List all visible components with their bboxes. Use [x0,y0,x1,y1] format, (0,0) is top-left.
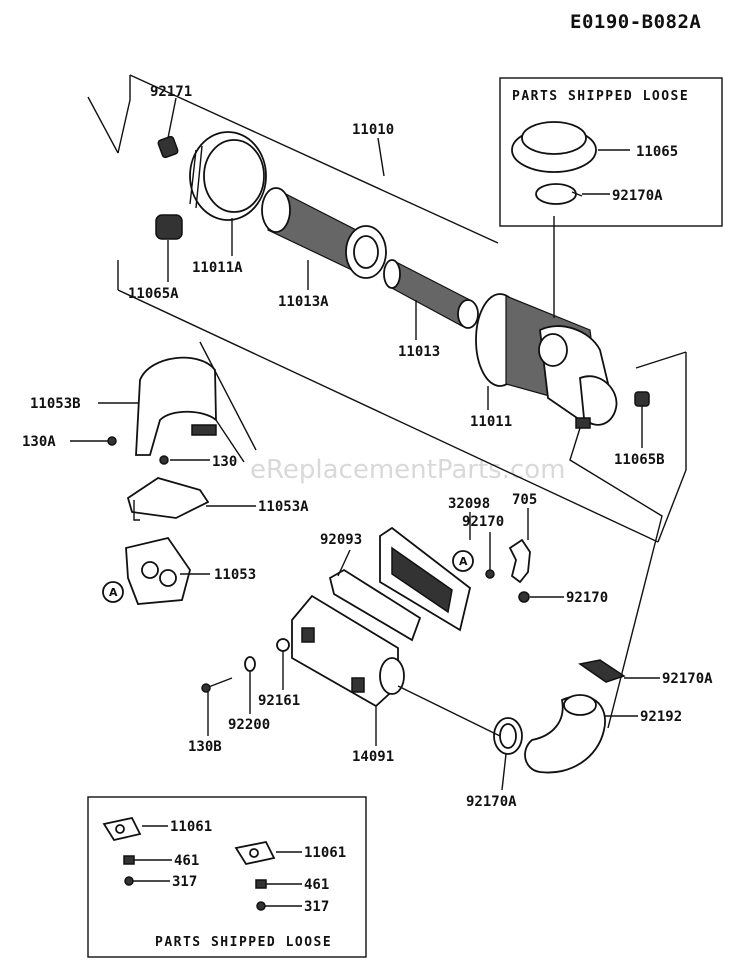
part-11065A-cap [155,214,183,240]
part-92170A-clamp-bottom [493,717,523,755]
label-92170-a: 92170 [462,514,504,530]
part-705-fitting [508,538,531,584]
part-317-a [124,876,134,886]
label-92200: 92200 [228,717,270,733]
label-11010: 11010 [352,122,394,138]
part-11011-housing [475,293,618,429]
label-317-b: 317 [304,899,329,915]
part-92170-nut-a [485,569,495,579]
label-92093: 92093 [320,532,362,548]
label-92170A-mid: 92170A [662,671,713,687]
reference-marker-right-text: A [459,555,468,568]
part-92170A-clamp-upper [535,183,583,205]
part-461-b [255,879,267,889]
label-92170-b: 92170 [566,590,608,606]
part-130A-bolt [107,436,117,446]
part-92170A-clamp-mid [578,659,626,683]
lower-box-title: PARTS SHIPPED LOOSE [155,935,332,950]
diagram-code: E0190-B082A [570,11,701,33]
label-11065A: 11065A [128,286,179,302]
part-92192-elbow [524,694,606,774]
upper-box-title: PARTS SHIPPED LOOSE [512,89,689,104]
label-317-a: 317 [172,874,197,890]
part-11053-plate [125,536,191,605]
label-11053A: 11053A [258,499,309,515]
part-92161-stud [276,638,290,652]
upper-assembly-outline [87,74,687,543]
part-11013-filter [383,259,479,329]
reference-marker-right: A [452,550,474,572]
upper-loose-parts-box: PARTS SHIPPED LOOSE [499,77,723,227]
label-11011A: 11011A [192,260,243,276]
part-11013A-filter [261,187,387,279]
label-92170A-upper: 92170A [612,188,663,204]
part-11011A-cover [189,131,267,221]
label-130: 130 [212,454,237,470]
part-11053B-strap [135,356,217,456]
label-11011: 11011 [470,414,512,430]
label-92171: 92171 [150,84,192,100]
part-32098-gasket [379,526,472,632]
part-92093-gasket [328,568,422,642]
part-11061-gasket-a [102,816,142,842]
label-130B: 130B [188,739,222,755]
part-labels: 92171 11010 11011A 11065A 11013A 11013 1… [22,84,713,915]
label-11065: 11065 [636,144,678,160]
part-92200-washer [244,656,256,672]
label-11065B: 11065B [614,452,665,468]
part-461-a [123,855,135,865]
lower-loose-parts-box: PARTS SHIPPED LOOSE [87,796,367,958]
label-11013A: 11013A [278,294,329,310]
label-461-a: 461 [174,853,199,869]
label-32098: 32098 [448,496,490,512]
part-130-bolt [159,455,169,465]
label-92161: 92161 [258,693,300,709]
label-11013: 11013 [398,344,440,360]
label-461-b: 461 [304,877,329,893]
part-11053A-bracket [126,477,210,521]
reference-marker-left: A [102,581,124,603]
watermark-text: eReplacementParts.com [250,455,566,485]
reference-marker-left-text: A [109,586,118,599]
label-705: 705 [512,492,537,508]
part-11061-gasket-b [234,840,276,866]
part-130B-bolt [201,677,233,693]
label-11061-b: 11061 [304,845,346,861]
label-11053: 11053 [214,567,256,583]
label-130A: 130A [22,434,56,450]
leader-lines [70,97,663,907]
part-317-b [256,901,266,911]
label-92192: 92192 [640,709,682,725]
part-11065B-cap [634,391,650,407]
part-92171-clip [157,135,179,159]
part-11065-cap [511,121,597,173]
label-11061-a: 11061 [170,819,212,835]
label-92170A-bottom: 92170A [466,794,517,810]
part-92170-nut-b [518,591,530,603]
label-11053B: 11053B [30,396,81,412]
label-14091: 14091 [352,749,394,765]
